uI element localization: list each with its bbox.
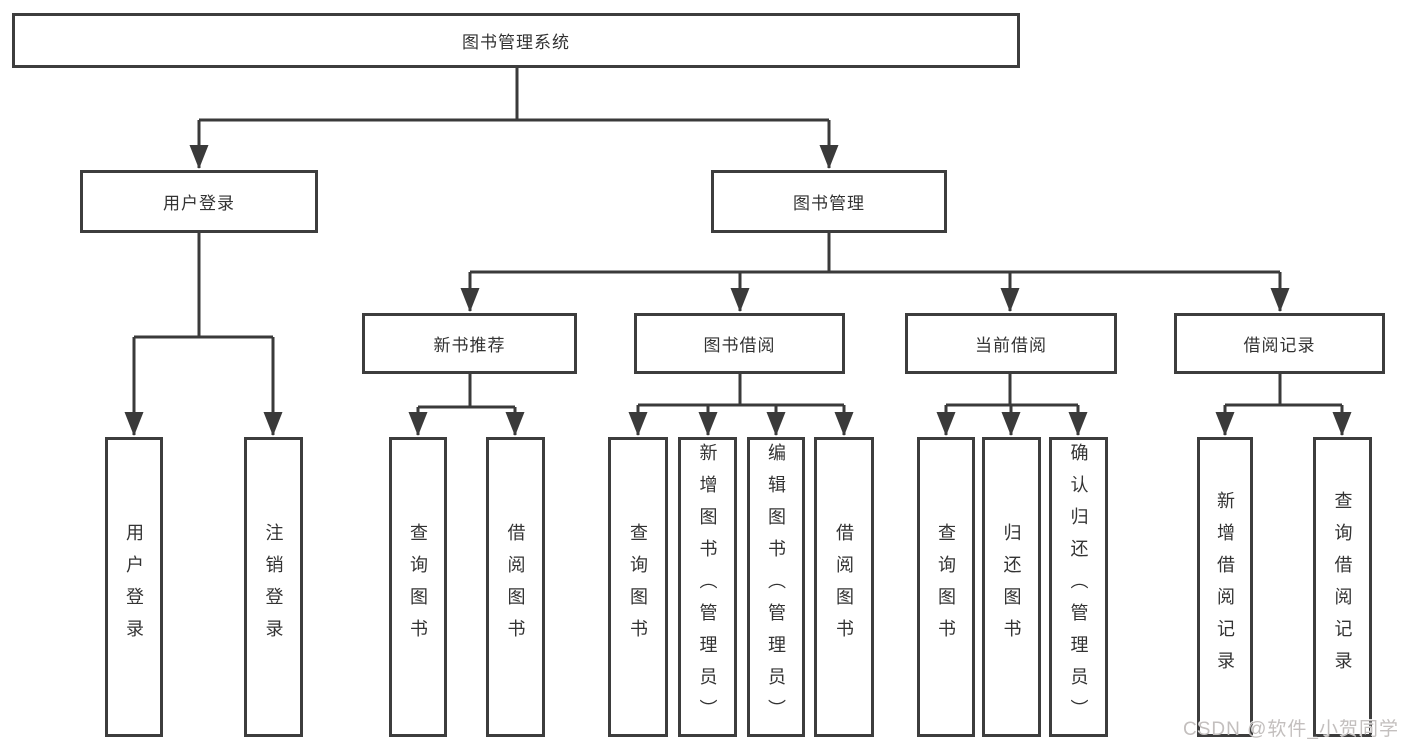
node-current-borrow: 当前借阅	[905, 313, 1117, 374]
leaf-logout: 注销登录	[244, 437, 303, 737]
leaf-return-books-label: 归还图书	[1001, 523, 1022, 651]
node-book-borrow: 图书借阅	[634, 313, 845, 374]
leaf-borrow-books-b-label: 借阅图书	[834, 523, 854, 651]
leaf-confirm-return-admin-label: 确认归还（管理员）	[1068, 443, 1089, 731]
node-book-management: 图书管理	[711, 170, 947, 233]
node-user-login-label: 用户登录	[163, 194, 235, 213]
leaf-query-borrow-record-label: 查询借阅记录	[1332, 491, 1353, 683]
leaf-borrow-books-a: 借阅图书	[486, 437, 545, 737]
leaf-query-books-a-label: 查询图书	[408, 523, 428, 651]
leaf-confirm-return-admin: 确认归还（管理员）	[1049, 437, 1108, 737]
leaf-borrow-books-b: 借阅图书	[814, 437, 874, 737]
leaf-add-borrow-record-label: 新增借阅记录	[1215, 491, 1235, 683]
node-new-book-recommend: 新书推荐	[362, 313, 577, 374]
leaf-query-books-b-label: 查询图书	[628, 523, 648, 651]
leaf-logout-label: 注销登录	[263, 523, 284, 651]
leaf-user-login-label: 用户登录	[124, 523, 144, 651]
leaf-edit-book-admin: 编辑图书（管理员）	[747, 437, 805, 737]
leaf-borrow-books-a-label: 借阅图书	[505, 523, 526, 651]
csdn-watermark: CSDN @软件_小贺同学	[1183, 719, 1399, 740]
leaf-add-book-admin: 新增图书（管理员）	[678, 437, 737, 737]
leaf-user-login: 用户登录	[105, 437, 163, 737]
node-borrow-records: 借阅记录	[1174, 313, 1385, 374]
leaf-return-books: 归还图书	[982, 437, 1041, 737]
node-root-label: 图书管理系统	[462, 33, 570, 52]
leaf-add-book-admin-label: 新增图书（管理员）	[697, 443, 718, 731]
node-new-book-recommend-label: 新书推荐	[433, 336, 506, 355]
leaf-query-borrow-record: 查询借阅记录	[1313, 437, 1372, 737]
node-current-borrow-label: 当前借阅	[975, 336, 1047, 355]
leaf-query-books-a: 查询图书	[389, 437, 447, 737]
node-book-borrow-label: 图书借阅	[703, 336, 776, 355]
leaf-query-books-c-label: 查询图书	[936, 523, 956, 651]
node-book-management-label: 图书管理	[793, 194, 865, 213]
leaf-add-borrow-record: 新增借阅记录	[1197, 437, 1253, 737]
node-borrow-records-label: 借阅记录	[1243, 336, 1316, 355]
leaf-edit-book-admin-label: 编辑图书（管理员）	[766, 443, 786, 731]
node-root-system: 图书管理系统	[12, 13, 1020, 68]
leaf-query-books-c: 查询图书	[917, 437, 975, 737]
node-user-login: 用户登录	[80, 170, 318, 233]
leaf-query-books-b: 查询图书	[608, 437, 668, 737]
